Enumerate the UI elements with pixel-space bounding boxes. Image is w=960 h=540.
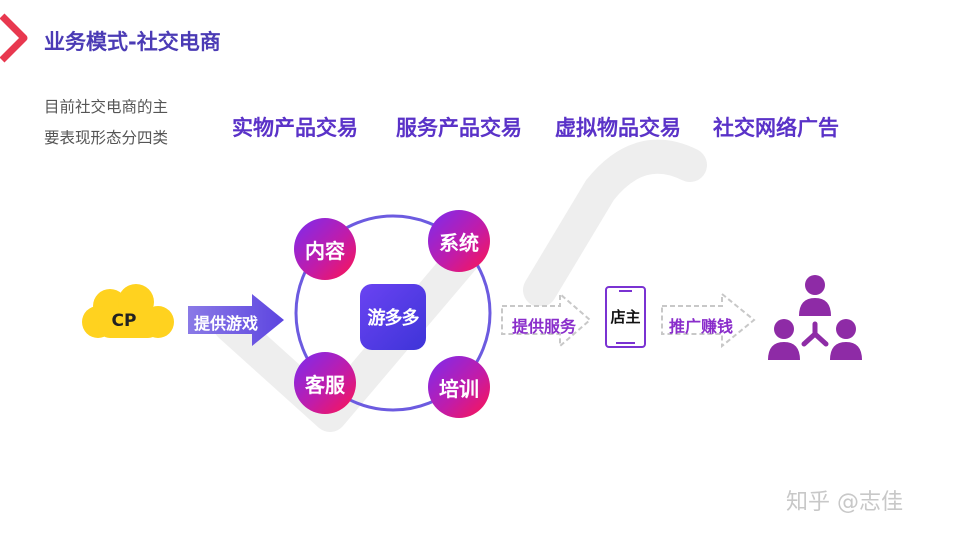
platform-ring [294,214,492,412]
phone-icon [605,286,646,348]
bubble-system: 系统 [428,210,490,272]
provide-games-arrow [188,294,284,346]
arrow3-label: 推广赚钱 [669,317,734,336]
phone-label: 店主 [610,308,641,326]
phone-speaker [619,290,632,292]
cloud-icon [82,284,174,338]
category-physical: 实物产品交易 [232,116,358,140]
arrow1-label: 提供游戏 [194,314,259,333]
bubble-training: 培训 [428,356,490,418]
bubble-support: 客服 [294,352,356,414]
category-virtual: 虚拟物品交易 [555,116,681,140]
category-social-ads: 社交网络广告 [713,116,839,140]
category-service: 服务产品交易 [396,116,522,140]
bubble-content: 内容 [294,218,356,280]
platform-logo: 游多多 [360,284,426,350]
platform-logo-text: 游多多 [367,308,420,329]
intro-text: 目前社交电商的主 要表现形态分四类 [44,92,204,154]
intro-line-2: 要表现形态分四类 [44,129,169,147]
chevron-decoration-icon [0,13,28,63]
provide-service-arrow [501,292,592,348]
intro-line-1: 目前社交电商的主 [44,98,169,116]
cloud-label: CP [111,311,137,331]
promote-earn-arrow [661,292,756,348]
phone-home-bar [616,342,635,344]
page-title: 业务模式-社交电商 [44,30,221,54]
people-network-icon [768,275,862,360]
arrow2-label: 提供服务 [512,317,577,336]
watermark-text: 知乎 @志佳 [786,490,903,515]
